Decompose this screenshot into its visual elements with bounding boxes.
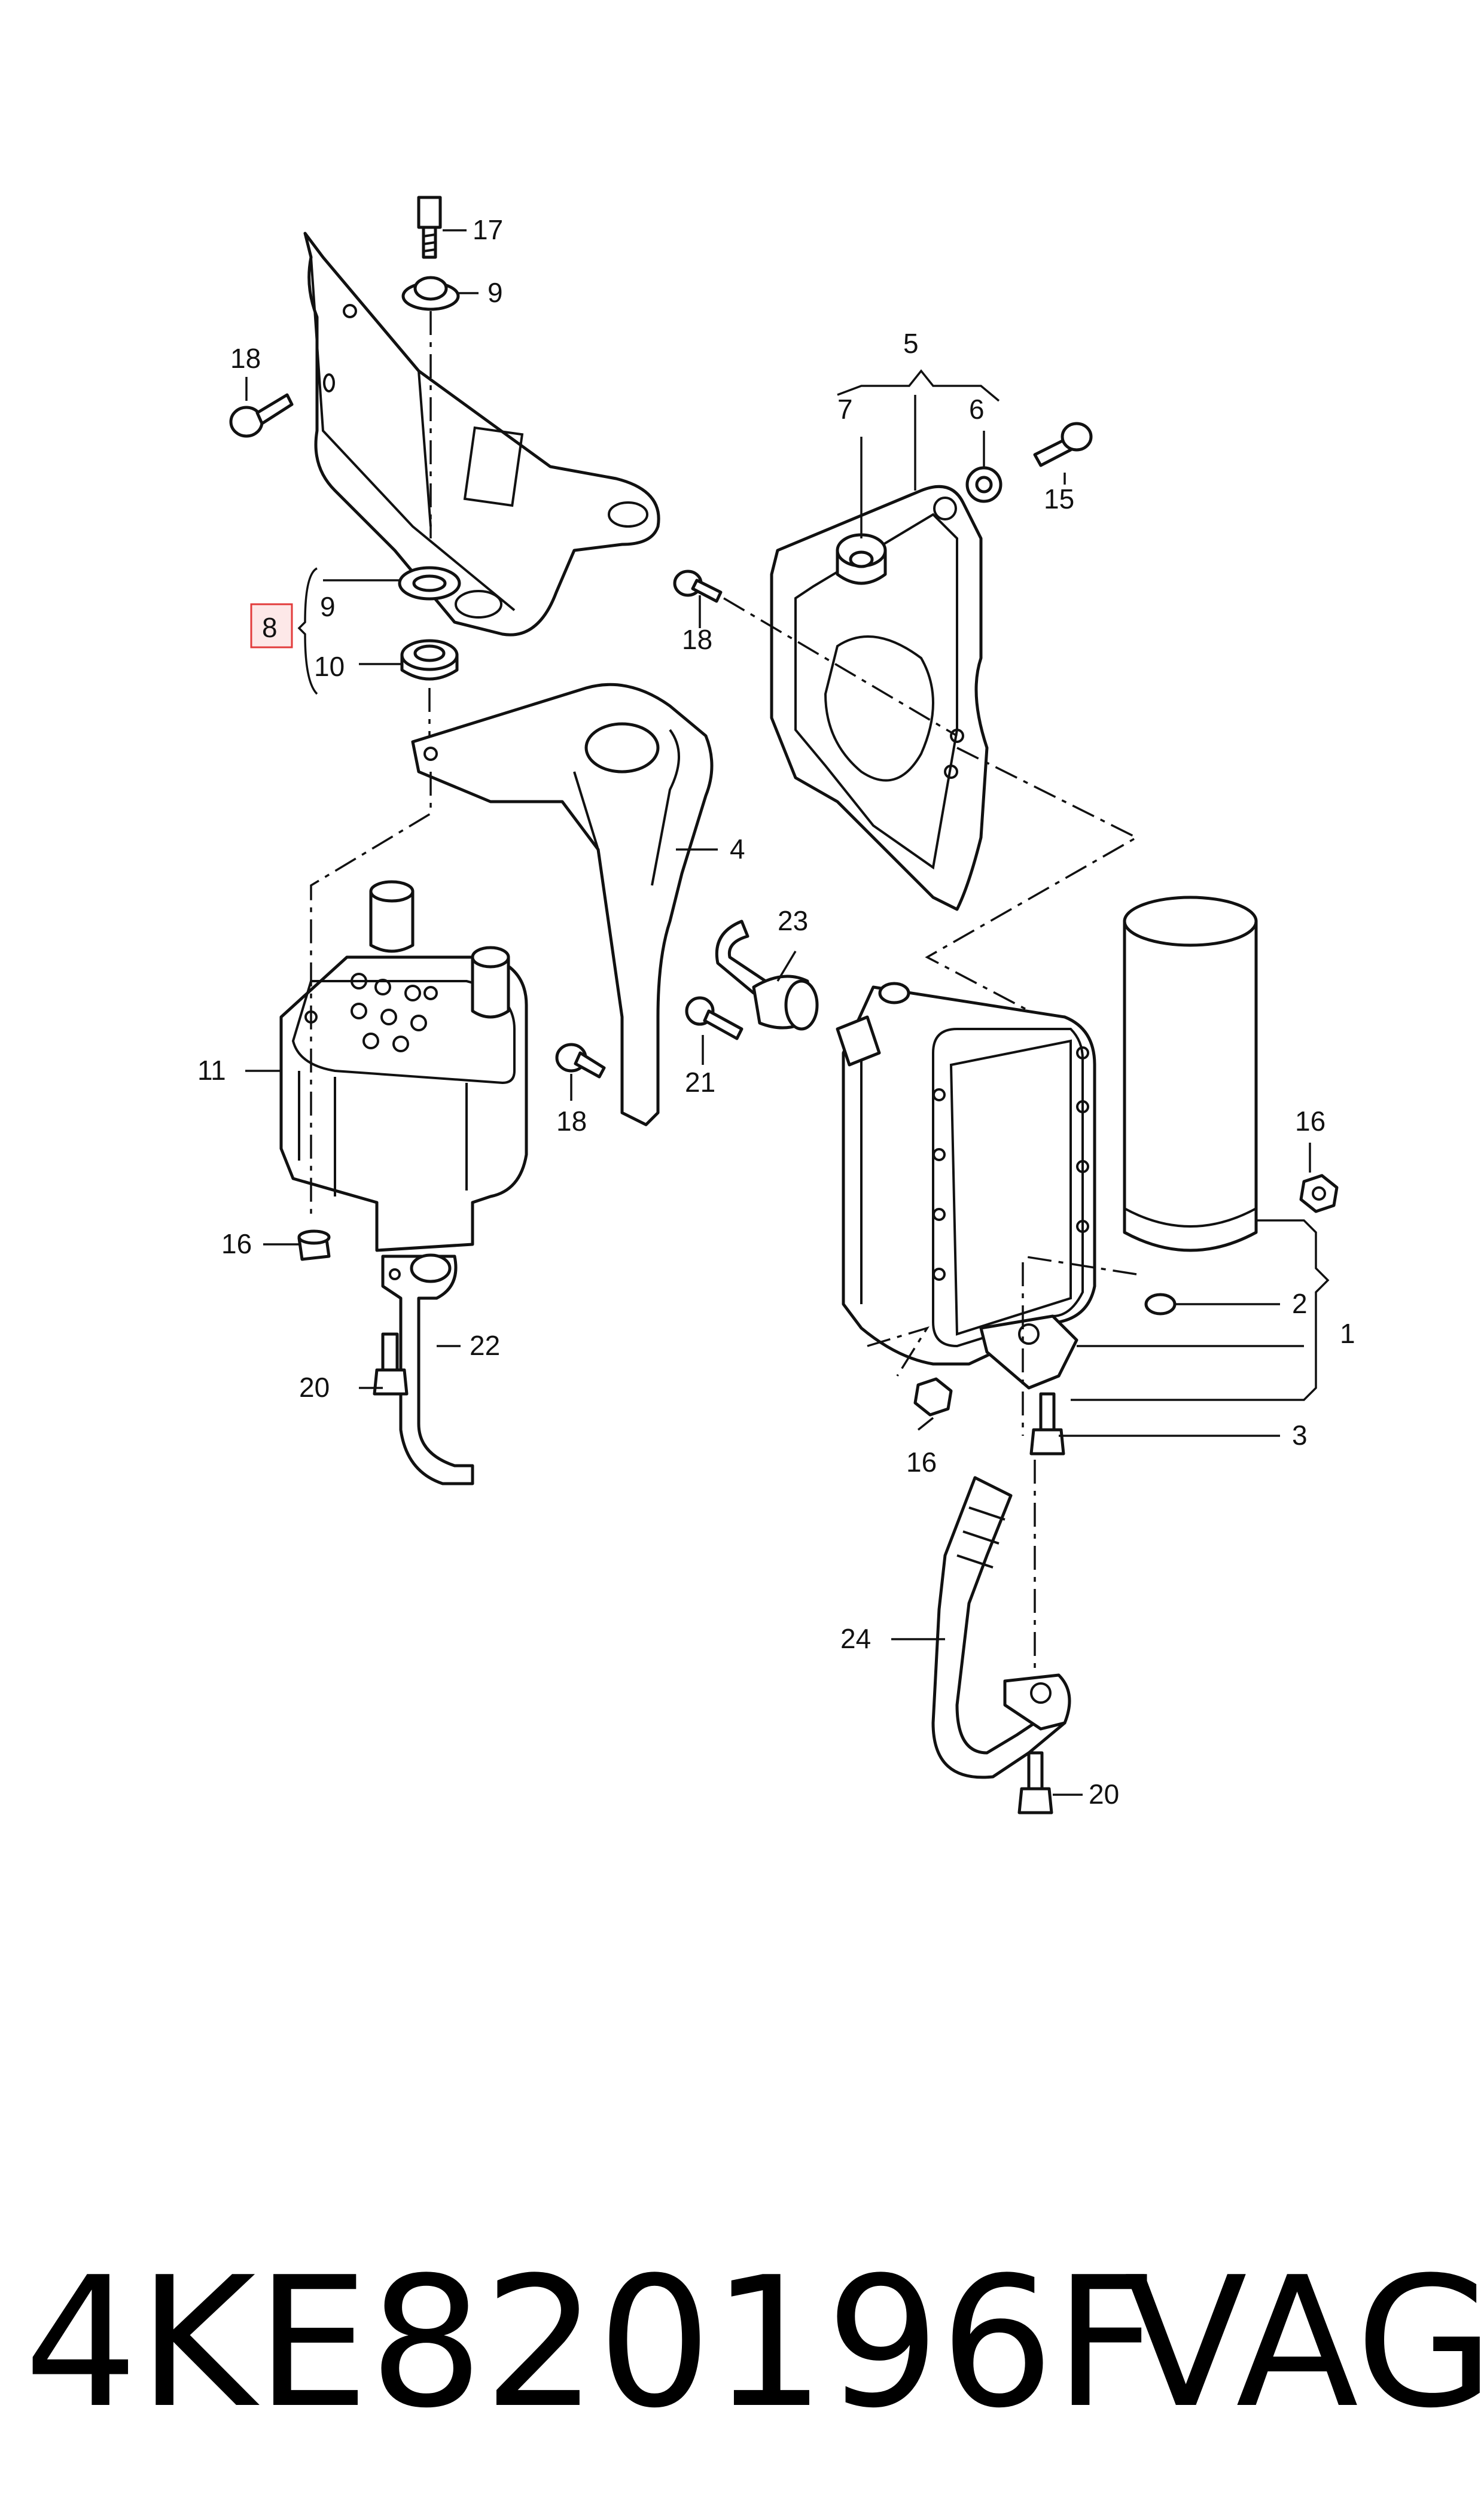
washer-9-top bbox=[401, 276, 460, 311]
callout-3: 3 bbox=[1292, 1420, 1308, 1451]
callout-8: 8 bbox=[262, 612, 278, 643]
callout-24: 24 bbox=[840, 1623, 871, 1654]
callout-20-right: 20 bbox=[1089, 1779, 1119, 1810]
callout-23: 23 bbox=[778, 905, 808, 936]
callout-9-top: 9 bbox=[487, 277, 503, 308]
callout-22: 22 bbox=[470, 1330, 500, 1361]
callout-18-middle: 18 bbox=[556, 1106, 587, 1137]
callout-18-right: 18 bbox=[682, 624, 712, 655]
pipe-24 bbox=[931, 1476, 1066, 1779]
callout-16-right: 16 bbox=[1295, 1106, 1325, 1137]
bracket-4 bbox=[411, 683, 714, 1126]
pipe-24-flange bbox=[1003, 1673, 1071, 1731]
bolt-3 bbox=[1029, 1392, 1065, 1456]
filter-canister bbox=[1123, 896, 1258, 1252]
nut-16-left bbox=[297, 1229, 331, 1261]
leader-lines bbox=[245, 229, 1330, 1796]
callout-11: 11 bbox=[197, 1055, 226, 1086]
upper-bracket bbox=[303, 232, 660, 637]
union-block bbox=[979, 1314, 1078, 1390]
filter-housing-11 bbox=[279, 880, 528, 1252]
brand-label: VAG bbox=[1125, 2239, 1484, 2447]
bolt-15 bbox=[1033, 422, 1093, 467]
callout-18-left: 18 bbox=[230, 343, 261, 374]
callout-21: 21 bbox=[685, 1067, 715, 1098]
callout-2: 2 bbox=[1292, 1288, 1308, 1319]
pipe-22 bbox=[381, 1253, 474, 1485]
kit-8-highlight bbox=[250, 603, 293, 648]
o-ring-2 bbox=[1144, 1293, 1177, 1316]
callout-15: 15 bbox=[1044, 483, 1074, 514]
bolt-21 bbox=[685, 996, 743, 1040]
washer-6 bbox=[965, 466, 1002, 503]
grommet-7 bbox=[836, 533, 887, 585]
oil-cooler bbox=[836, 982, 1096, 1366]
seal-10 bbox=[400, 639, 459, 681]
bolt-18-left bbox=[229, 393, 294, 438]
callout-16-bottom: 16 bbox=[906, 1447, 937, 1478]
callout-7: 7 bbox=[837, 394, 853, 425]
bolt-17 bbox=[417, 196, 442, 259]
bracket-5 bbox=[770, 485, 989, 911]
callout-17: 17 bbox=[473, 214, 503, 245]
callout-6: 6 bbox=[969, 394, 985, 425]
nut-16-right bbox=[1299, 1174, 1339, 1213]
callout-20-left: 20 bbox=[299, 1372, 330, 1403]
bolt-18-middle bbox=[555, 1043, 606, 1079]
callout-1: 1 bbox=[1340, 1318, 1355, 1349]
callout-10: 10 bbox=[314, 651, 345, 682]
washer-9-lower bbox=[398, 566, 461, 601]
callout-16-left: 16 bbox=[221, 1228, 252, 1259]
nut-16-bottom bbox=[913, 1377, 953, 1417]
callout-5: 5 bbox=[903, 328, 919, 359]
bolt-20-right bbox=[1017, 1751, 1053, 1814]
callout-4: 4 bbox=[730, 833, 745, 864]
fitting-23 bbox=[715, 919, 819, 1031]
callout-9-kit: 9 bbox=[320, 591, 336, 622]
part-number: 4KE820196F bbox=[24, 2239, 1157, 2447]
bolt-18-right bbox=[673, 570, 723, 603]
